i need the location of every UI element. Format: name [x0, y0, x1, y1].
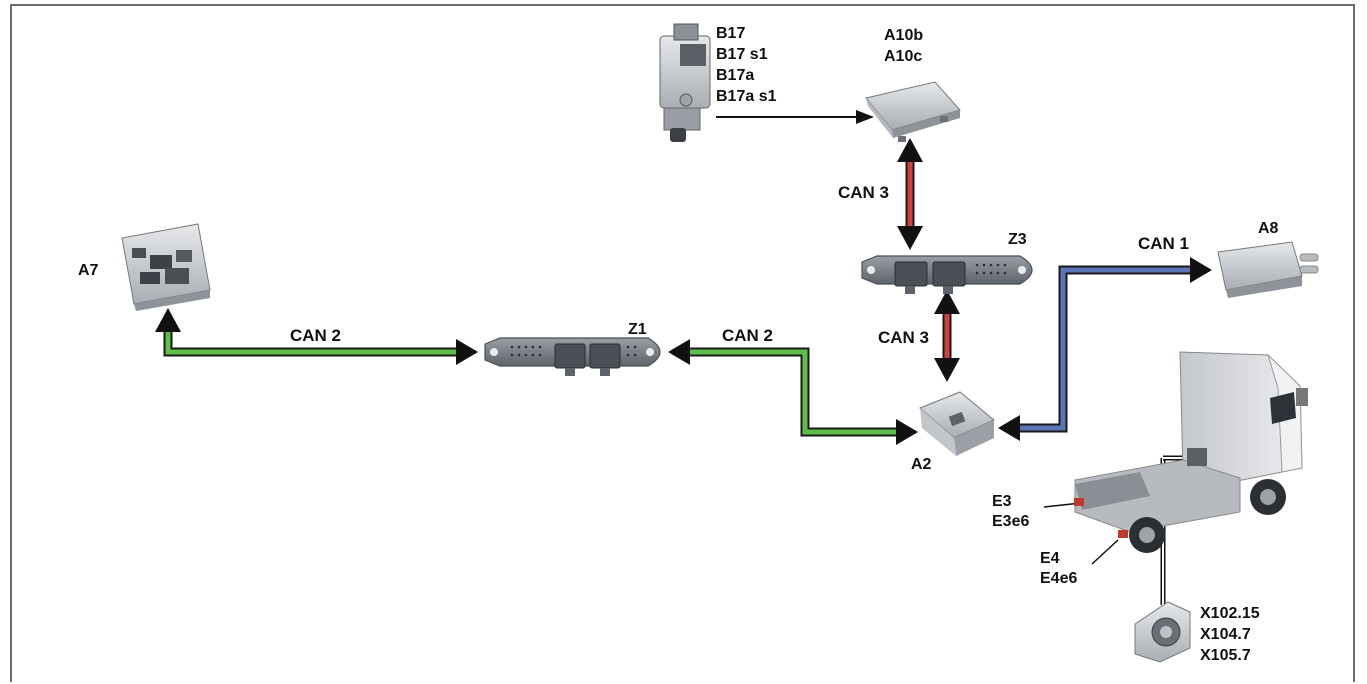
label-x105: X105.7	[1200, 646, 1251, 666]
label-can1-a2-a8: CAN 1	[1138, 234, 1189, 254]
a2-control-unit-image	[920, 392, 994, 456]
label-a7: A7	[78, 261, 98, 281]
can2-line-z1-a2	[668, 339, 918, 445]
label-can2-a7-z1: CAN 2	[290, 326, 341, 346]
label-e4e6: E4e6	[1040, 569, 1077, 589]
label-b17as1: B17a s1	[716, 87, 777, 107]
label-can3-a10-z3: CAN 3	[838, 183, 889, 203]
e3-tail-lamp	[1074, 498, 1084, 506]
z3-connector-image	[862, 256, 1032, 294]
label-a8: A8	[1258, 219, 1278, 239]
arrowhead-z1-left	[456, 339, 478, 365]
a7-control-unit-image	[122, 224, 210, 311]
label-e3e6: E3e6	[992, 512, 1029, 532]
b17-valve-image	[660, 24, 710, 142]
label-e3: E3	[992, 492, 1012, 512]
label-can2-z1-a2: CAN 2	[722, 326, 773, 346]
label-b17a: B17a	[716, 66, 754, 86]
label-can3-z3-a2: CAN 3	[878, 328, 929, 348]
can3-line-a10-z3	[897, 138, 923, 250]
arrowhead-a7	[155, 308, 181, 332]
arrowhead-a2-left	[896, 419, 918, 445]
label-a2: A2	[911, 455, 931, 475]
a10-control-unit-image	[866, 82, 960, 142]
arrowhead-z1-right	[668, 339, 690, 365]
label-z3: Z3	[1008, 230, 1027, 250]
label-a10b: A10b	[884, 26, 923, 46]
label-z1: Z1	[628, 320, 647, 340]
leader-e4	[1092, 540, 1118, 564]
label-e4: E4	[1040, 549, 1060, 569]
e4-tail-lamp	[1118, 530, 1128, 538]
signal-line-b17-a10	[716, 110, 874, 124]
can3-line-z3-a2	[934, 290, 960, 382]
can1-line-a2-a8	[998, 257, 1212, 441]
truck-image	[1074, 352, 1308, 553]
a8-control-unit-image	[1218, 242, 1318, 298]
x-connector-socket-image	[1135, 602, 1190, 662]
label-x104: X104.7	[1200, 625, 1251, 645]
label-b17s1: B17 s1	[716, 45, 768, 65]
label-b17: B17	[716, 24, 745, 44]
label-a10c: A10c	[884, 47, 922, 67]
z1-connector-image	[485, 338, 660, 376]
label-x102: X102.15	[1200, 604, 1260, 624]
